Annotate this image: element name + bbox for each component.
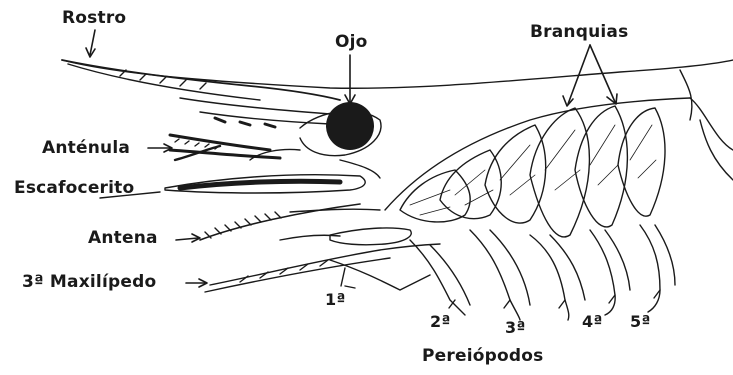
label-antenula: Anténula <box>42 138 130 158</box>
carapace-lower <box>385 98 690 210</box>
antennule <box>170 135 270 150</box>
label-pereiopodos: Pereiópodos <box>422 346 543 366</box>
rostrum <box>62 60 340 100</box>
label-escafocerito: Escafocerito <box>14 178 134 198</box>
carapace-back <box>690 98 733 150</box>
carapace-outline <box>62 60 733 88</box>
label-pereiopodo-3: 3ª <box>505 318 526 337</box>
label-antena: Antena <box>88 228 158 248</box>
pointer-arrows <box>86 30 617 287</box>
pereiopods <box>330 225 675 320</box>
label-rostro: Rostro <box>62 8 126 28</box>
label-pereiopodo-4: 4ª <box>582 312 603 331</box>
label-ojo: Ojo <box>335 32 368 52</box>
label-branquias: Branquias <box>530 22 628 42</box>
eye <box>326 102 374 150</box>
gills <box>400 106 665 237</box>
label-maxilipedo: 3ª Maxilípedo <box>22 272 156 292</box>
label-pereiopodo-2: 2ª <box>430 312 451 331</box>
label-pereiopodo-1: 1ª <box>325 290 346 309</box>
label-pereiopodo-5: 5ª <box>630 312 651 331</box>
